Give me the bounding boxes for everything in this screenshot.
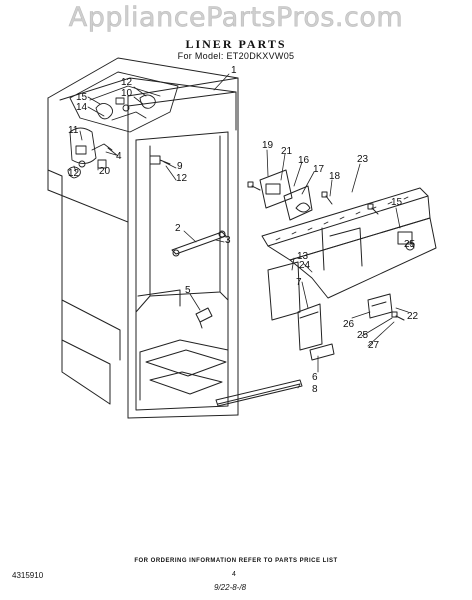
callout-7: 7 (296, 277, 302, 288)
page-number: 4 (232, 571, 236, 578)
callout-12c: 12 (176, 173, 188, 184)
callout-10: 10 (121, 88, 133, 99)
callout-6: 6 (312, 372, 318, 383)
callout-22: 22 (407, 311, 419, 322)
part-6-piece (309, 343, 335, 361)
callout-26: 26 (343, 319, 355, 330)
document-code: 4315910 (12, 571, 44, 580)
callout-19: 19 (262, 140, 274, 151)
callout-3: 3 (225, 235, 231, 246)
callout-15b: 15 (391, 197, 403, 208)
callout-20: 20 (99, 166, 111, 177)
site-watermark: AppliancePartsPros.com (68, 2, 404, 34)
callout-17: 17 (313, 164, 325, 175)
callout-24: 24 (299, 260, 311, 271)
ordering-info: FOR ORDERING INFORMATION REFER TO PARTS … (134, 558, 338, 564)
model-subtitle: For Model: ET20DKXVW05 (177, 51, 295, 61)
diagram-title: LINER PARTS (185, 37, 287, 51)
air-duct-assembly (247, 169, 437, 299)
part-5-clip (195, 307, 213, 329)
callout-5: 5 (185, 285, 191, 296)
callout-13: 13 (297, 251, 309, 262)
shelf-support-9 (149, 155, 171, 165)
callout-23: 23 (357, 154, 369, 165)
callout-15: 15 (76, 92, 88, 103)
callout-9: 9 (177, 161, 183, 172)
callout-14: 14 (76, 102, 88, 113)
callout-21: 21 (281, 146, 293, 157)
callout-12: 12 (121, 77, 133, 88)
lower-bracket-22 (367, 293, 405, 321)
part-2-rod (171, 230, 227, 257)
part-13-plate (267, 261, 301, 321)
callout-11: 11 (68, 125, 79, 136)
control-housing-cluster (67, 71, 179, 179)
liner-outer (47, 57, 239, 419)
part-8-strip (215, 379, 303, 407)
callout-16: 16 (298, 155, 310, 166)
callout-8: 8 (312, 384, 318, 395)
part-7-plate (297, 303, 323, 351)
callout-25b: 25 (357, 330, 369, 341)
callout-1: 1 (231, 65, 237, 76)
callout-12b: 12 (68, 168, 80, 179)
callout-4: 4 (116, 151, 122, 162)
callout-18: 18 (329, 171, 341, 182)
revision-mark: 9/22-8-/8 (214, 583, 247, 592)
callout-25: 25 (404, 239, 416, 250)
callout-27: 27 (368, 340, 380, 351)
callout-2: 2 (175, 223, 181, 234)
leader-lines (73, 73, 415, 389)
